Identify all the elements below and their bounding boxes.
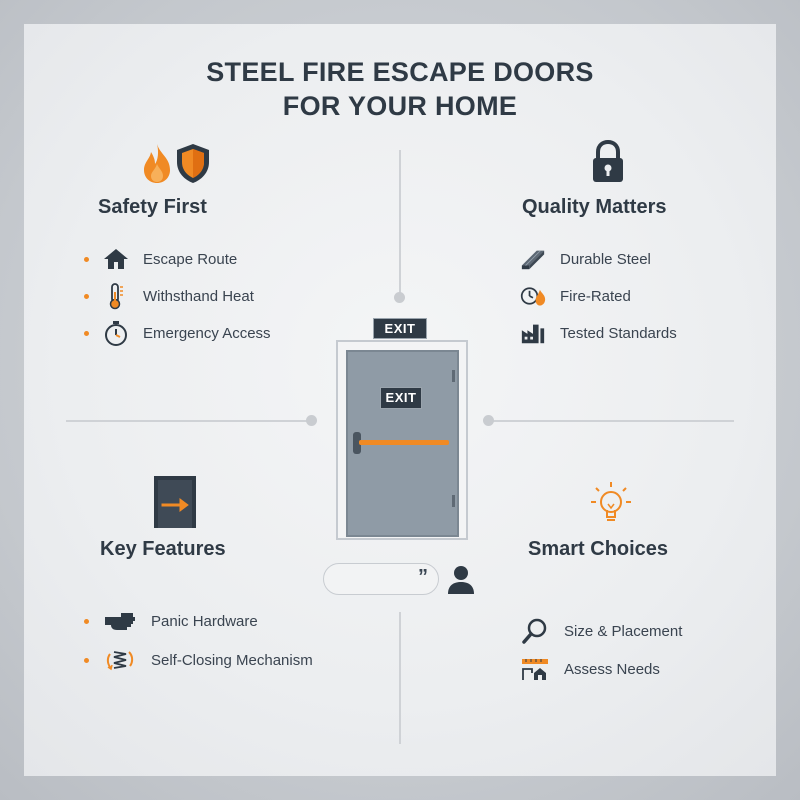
item-label: Size & Placement	[564, 622, 683, 640]
panic-bar[interactable]	[353, 432, 449, 454]
connector-dot-left	[306, 415, 317, 426]
list-item-assess-needs: Assess Needs	[520, 656, 660, 682]
list-item-self-closing: Self-Closing Mechanism	[84, 647, 313, 673]
user-icon[interactable]	[445, 563, 477, 600]
door-hinge-top	[452, 370, 455, 382]
magnifier-icon	[520, 618, 550, 644]
exit-sign-top: EXIT	[373, 318, 427, 339]
item-label: Panic Hardware	[151, 612, 258, 630]
factory-icon	[520, 320, 546, 346]
item-label: Tested Standards	[560, 324, 677, 342]
door-hinge-bottom	[452, 495, 455, 507]
door-arrow-icon	[152, 474, 198, 535]
connector-dot-top	[394, 292, 405, 303]
bullet	[84, 293, 89, 299]
item-label: Withsthand Heat	[143, 287, 254, 305]
connector-dot-right	[483, 415, 494, 426]
list-item-tested-standards: Tested Standards	[520, 320, 677, 346]
panic-bar-bracket	[353, 432, 361, 454]
bullet	[84, 618, 89, 624]
quote-icon: ”	[418, 566, 428, 588]
lightbulb-icon	[588, 480, 634, 533]
bullet	[84, 657, 89, 663]
thermometer-icon	[103, 283, 129, 310]
list-item-panic-hardware: Panic Hardware	[84, 608, 258, 634]
list-item-fire-rated: Fire-Rated	[520, 283, 631, 309]
flame-icon	[140, 142, 174, 189]
connector-top	[399, 150, 401, 296]
hand-icon	[103, 608, 137, 634]
padlock-icon	[590, 139, 626, 189]
bullet	[84, 330, 89, 336]
stopwatch-icon	[103, 320, 129, 346]
safety-heading: Safety First	[98, 196, 207, 218]
connector-left	[66, 420, 312, 422]
item-label: Fire-Rated	[560, 287, 631, 305]
shield-icon	[174, 142, 212, 189]
list-item-withstand-heat: Withsthand Heat	[84, 283, 254, 310]
page-title: STEEL FIRE ESCAPE DOORS FOR YOUR HOME	[0, 55, 800, 123]
item-label: Assess Needs	[564, 660, 660, 678]
item-label: Emergency Access	[143, 324, 271, 342]
list-item-escape-route: Escape Route	[84, 246, 237, 272]
clock-flame-icon	[520, 283, 546, 309]
exit-sign-door: EXIT	[380, 387, 422, 409]
title-line-2: FOR YOUR HOME	[282, 91, 518, 121]
panic-bar-push	[359, 440, 449, 445]
title-line-1: STEEL FIRE ESCAPE DOORS	[206, 57, 594, 87]
ruler-house-icon	[520, 656, 550, 682]
item-label: Escape Route	[143, 250, 238, 268]
connector-bottom	[399, 612, 401, 744]
quality-heading: Quality Matters	[522, 196, 667, 218]
search-input[interactable]: ”	[323, 563, 439, 595]
item-label: Durable Steel	[560, 250, 651, 268]
bullet	[84, 256, 89, 262]
choices-heading: Smart Choices	[528, 538, 669, 560]
list-item-size-placement: Size & Placement	[520, 618, 682, 644]
list-item-emergency-access: Emergency Access	[84, 320, 271, 346]
list-item-durable-steel: Durable Steel	[520, 246, 651, 272]
house-icon	[103, 246, 129, 272]
features-heading: Key Features	[100, 538, 226, 560]
connector-right	[490, 420, 734, 422]
spring-icon	[103, 647, 137, 673]
steel-beam-icon	[520, 246, 546, 272]
item-label: Self-Closing Mechanism	[151, 651, 313, 669]
